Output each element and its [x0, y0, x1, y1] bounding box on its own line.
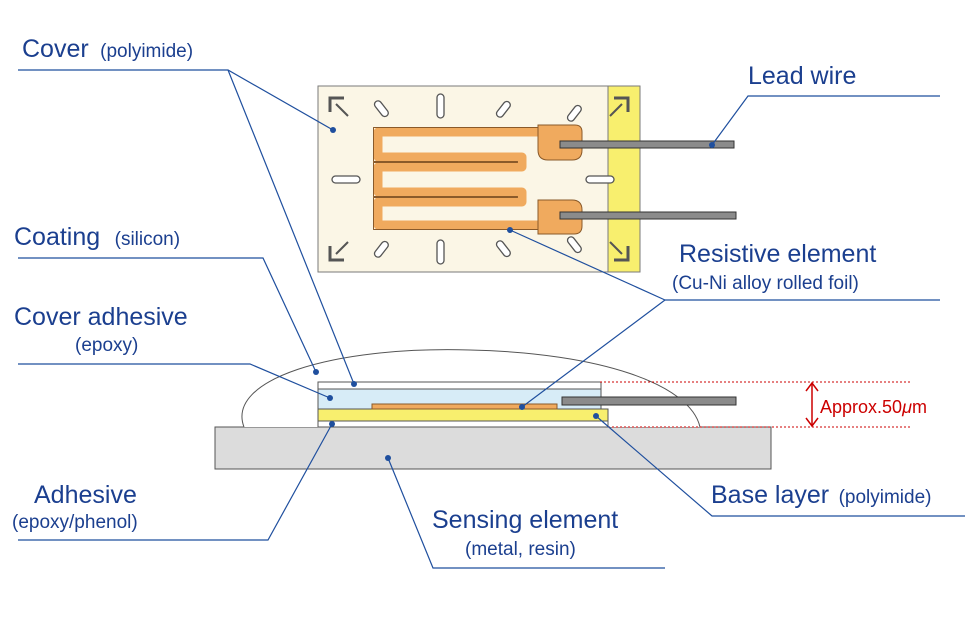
label-resistive-element-sub: (Cu-Ni alloy rolled foil) [672, 273, 859, 294]
leader-coating [18, 257, 317, 373]
cover-layer [317, 381, 602, 390]
label-cover-main: Cover [22, 35, 89, 63]
resistive-foil-outline [373, 127, 538, 230]
leader-cover-top [18, 69, 334, 131]
resistive-foil-grid [373, 127, 538, 230]
label-adhesive-sub: (epoxy/phenol) [12, 512, 138, 533]
label-thickness-unit: m [912, 397, 927, 417]
label-cover-sub: (polyimide) [100, 41, 193, 62]
leader-adhesive [18, 423, 333, 541]
sensing-element-block [214, 426, 772, 470]
lead-wire-lower [559, 211, 737, 220]
label-lead-wire: Lead wire [748, 62, 856, 90]
alignment-slots [331, 93, 615, 265]
leader-lead-wire [711, 95, 940, 146]
label-adhesive: Adhesive [34, 481, 137, 509]
leader-dot-sensing-element [385, 455, 391, 461]
leader-dot-adhesive [329, 421, 335, 427]
label-base-layer: Base layer (polyimide) [711, 481, 932, 509]
label-thickness-prefix: Approx.50 [820, 397, 902, 417]
leader-dot-resistive-top [507, 227, 513, 233]
leader-dot-base-layer [593, 413, 599, 419]
label-resistive-element: Resistive element [679, 240, 876, 268]
label-cover-adhesive-sub: (epoxy) [75, 335, 138, 356]
leader-dot-cover-section [351, 381, 357, 387]
dim-arrow-head-bottom [805, 417, 819, 428]
leader-dot-lead-wire [709, 142, 715, 148]
label-thickness: Approx.50μm [820, 397, 927, 417]
leader-lines [18, 69, 965, 569]
leader-dot-coating [313, 369, 319, 375]
gauge-cover-body [317, 85, 609, 273]
leader-resistive-section-2 [521, 299, 666, 408]
leader-resistive-top [509, 229, 666, 301]
dim-arrow-head-top [805, 381, 819, 392]
label-coating: Coating (silicon) [14, 223, 180, 251]
label-coating-main: Coating [14, 223, 100, 251]
leader-sensing-element [387, 457, 665, 569]
leader-dot-cover-adhesive [327, 395, 333, 401]
label-coating-sub: (silicon) [115, 229, 180, 250]
label-sensing-element-sub: (metal, resin) [465, 539, 576, 560]
leader-cover-adhesive [18, 363, 331, 399]
lead-wire-section [561, 396, 737, 406]
label-cover: Cover (polyimide) [22, 35, 193, 63]
label-cover-adhesive: Cover adhesive [14, 303, 188, 331]
leader-dot-cover-top [330, 127, 336, 133]
leader-cover-section [227, 69, 355, 385]
leader-dot-resistive-section [519, 404, 525, 410]
corner-marks [328, 96, 630, 262]
base-layer [317, 408, 609, 422]
leader-base-layer [595, 415, 965, 517]
resistive-foil-section [371, 403, 558, 410]
label-thickness-mu: μ [901, 397, 912, 417]
adhesive-layer [317, 420, 609, 428]
labels: Cover (polyimide) Lead wire Coating (sil… [12, 35, 932, 560]
label-sensing-element: Sensing element [432, 506, 618, 534]
label-base-layer-sub: (polyimide) [839, 487, 932, 508]
label-base-layer-main: Base layer [711, 481, 829, 509]
lead-wire-upper [559, 140, 735, 149]
gauge-top-view [317, 85, 737, 273]
cross-section [214, 349, 910, 470]
